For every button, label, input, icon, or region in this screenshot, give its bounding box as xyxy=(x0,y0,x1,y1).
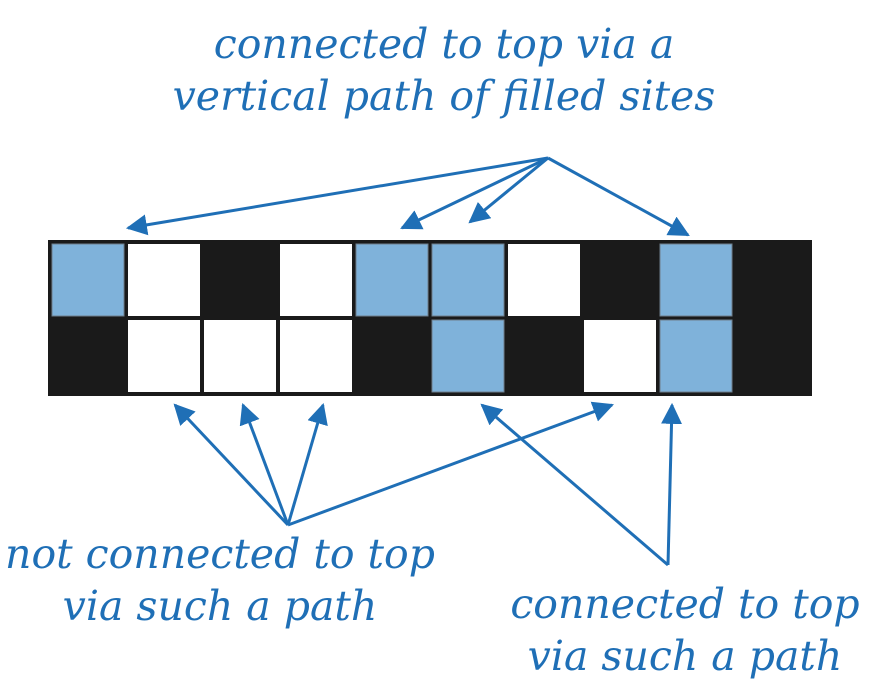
arrow-7 xyxy=(287,401,614,527)
site-cell-open xyxy=(280,244,352,316)
label-connected-such-path: connected to top via such a path xyxy=(490,578,880,682)
arrow-group xyxy=(125,156,690,567)
site-cell-blocked xyxy=(50,318,126,394)
label-bottom-right-line-2: via such a path xyxy=(527,632,843,680)
label-top-line-2: vertical path of filled sites xyxy=(172,72,716,120)
label-bottom-left-line-1: not connected to top xyxy=(5,530,435,578)
site-cell-open xyxy=(508,244,580,316)
site-cell-open xyxy=(280,320,352,392)
site-cell-full xyxy=(431,243,505,317)
site-cell-blocked xyxy=(506,318,582,394)
arrow-2 xyxy=(468,156,549,224)
site-cell-full xyxy=(659,319,733,393)
site-cell-blocked xyxy=(202,242,278,318)
site-cell-full xyxy=(51,243,125,317)
label-bottom-right-line-1: connected to top xyxy=(510,580,860,628)
arrow-4 xyxy=(173,403,290,527)
label-top-line-1: connected to top via a xyxy=(213,20,675,68)
site-cell-full xyxy=(659,243,733,317)
label-not-connected: not connected to top via such a path xyxy=(0,528,440,632)
arrow-9 xyxy=(661,402,683,566)
site-cell-full xyxy=(431,319,505,393)
site-cell-blocked xyxy=(354,318,430,394)
label-bottom-left-line-2: via such a path xyxy=(62,582,378,630)
arrow-6 xyxy=(286,402,328,526)
label-connected-vertical-path: connected to top via a vertical path of … xyxy=(0,18,888,122)
arrow-0 xyxy=(125,156,549,236)
site-cell-blocked xyxy=(734,318,810,394)
site-cell-blocked xyxy=(582,242,658,318)
site-cell-open xyxy=(584,320,656,392)
site-grid xyxy=(48,240,812,396)
arrow-3 xyxy=(547,156,690,237)
arrow-5 xyxy=(239,403,290,526)
site-cell-open xyxy=(204,320,276,392)
site-cell-open xyxy=(128,320,200,392)
arrow-8 xyxy=(480,403,669,567)
site-cell-blocked xyxy=(734,242,810,318)
site-cell-full xyxy=(355,243,429,317)
arrow-1 xyxy=(400,156,549,230)
site-cell-open xyxy=(128,244,200,316)
